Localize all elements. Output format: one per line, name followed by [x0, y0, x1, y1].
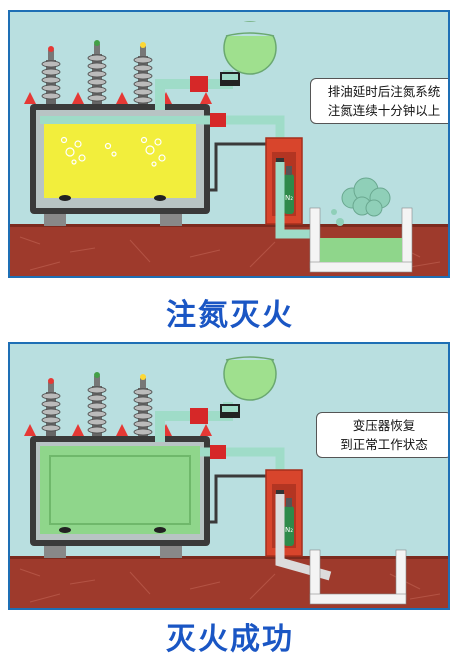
smoke-cloud: [341, 177, 391, 217]
nitrogen-pipe: [206, 474, 268, 524]
pit-pipe: [275, 162, 310, 239]
nitrogen-cylinder: [284, 506, 294, 546]
caption-nitrogen-injection: 注氮灭火: [166, 298, 294, 333]
diagram-nitrogen-injection: N₂: [10, 21, 448, 276]
transformer-oil: [44, 116, 196, 198]
bushing-middle: [87, 40, 107, 104]
caption-extinguished: 灭火成功: [166, 622, 294, 657]
diagram-extinguished: N₂: [10, 344, 448, 608]
status-callout: 变压器恢复 到正常工作状态: [316, 412, 448, 458]
nitrogen-pipe: [206, 142, 268, 192]
nitrogen-label: N₂: [285, 194, 293, 202]
gas-bubbles: [60, 136, 166, 167]
bushing-right: [133, 42, 153, 104]
oil-pit: [309, 549, 407, 605]
callout-line-2: 注氮连续十分钟以上: [327, 103, 441, 118]
bushing-left: [41, 378, 61, 436]
bushing-middle: [87, 372, 107, 436]
scene-extinguished: N₂ 变压器恢复 到正常工作状态: [8, 342, 450, 610]
transformer-oil: [40, 446, 200, 534]
callout-line-2: 到正常工作状态: [340, 437, 428, 452]
bushing-right: [133, 374, 153, 436]
callout-line-1: 排油延时后注氮系统: [327, 84, 441, 99]
nitrogen-label: N₂: [285, 526, 293, 534]
bushing-left: [41, 46, 61, 104]
pit-oil: [320, 238, 402, 262]
status-callout: 排油延时后注氮系统 注氮连续十分钟以上: [310, 78, 448, 124]
nitrogen-cylinder: [284, 174, 294, 214]
scene-nitrogen-injection: N₂ 排油延时后注氮系统 注氮连续十分钟以上: [8, 10, 450, 278]
callout-line-1: 变压器恢复: [352, 418, 416, 433]
